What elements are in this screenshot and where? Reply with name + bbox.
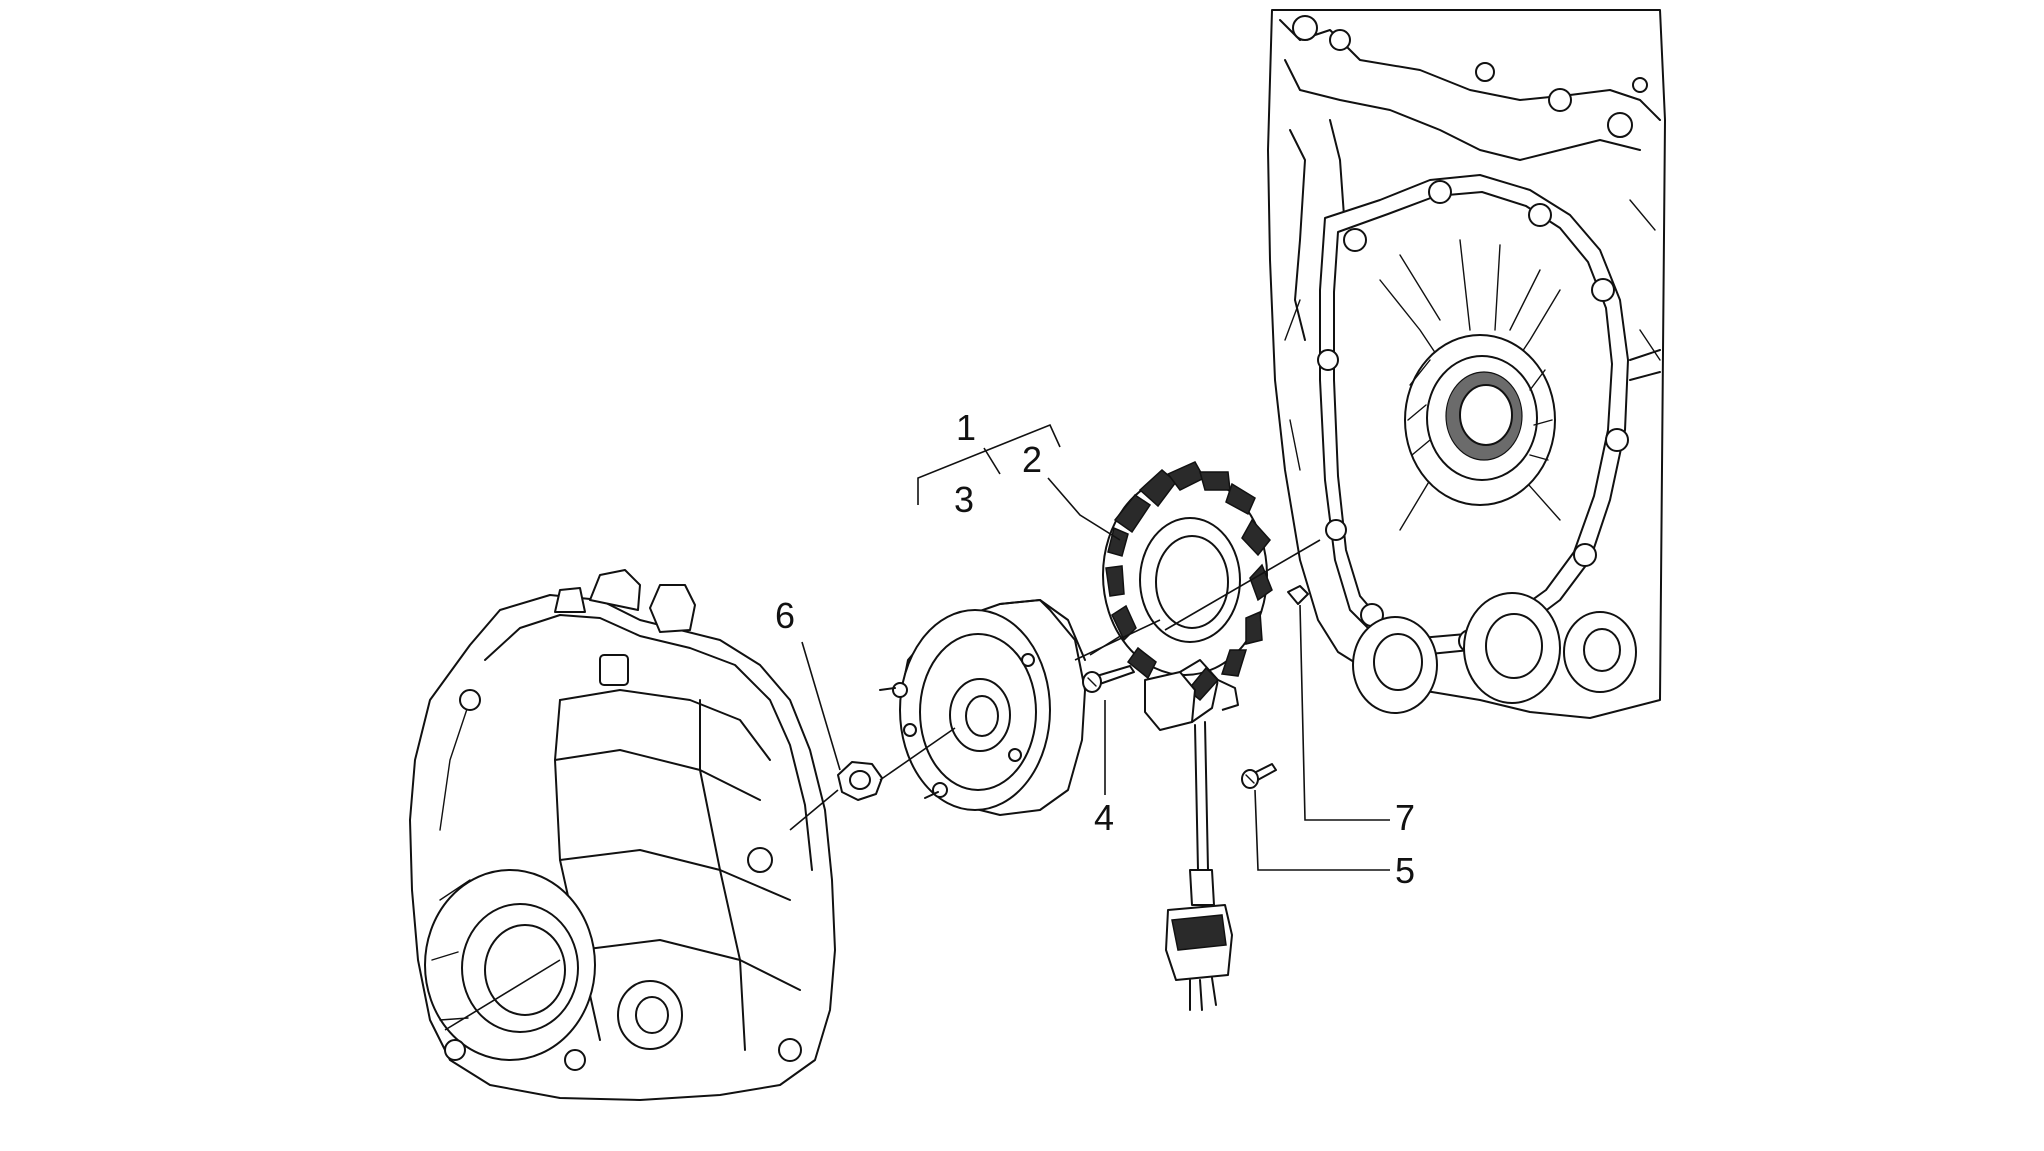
stator-screw: [1082, 665, 1135, 693]
flywheel-nut: [789, 761, 883, 831]
callout-4: 4: [1094, 797, 1114, 838]
flywheel-cover: [409, 569, 836, 1101]
callout-2: 2: [1022, 439, 1042, 480]
flywheel-rotor: [879, 599, 1131, 816]
callout-1: 1: [956, 407, 976, 448]
callout-leaders: [801, 423, 1390, 871]
stator: [1074, 461, 1321, 1011]
callout-5: 5: [1395, 850, 1415, 891]
callout-6: 6: [775, 595, 795, 636]
woodruff-key: [1287, 585, 1309, 605]
callout-3: 3: [954, 479, 974, 520]
pickup-screw: [1241, 763, 1277, 789]
callout-7: 7: [1395, 797, 1415, 838]
crankcase: [1267, 9, 1666, 719]
